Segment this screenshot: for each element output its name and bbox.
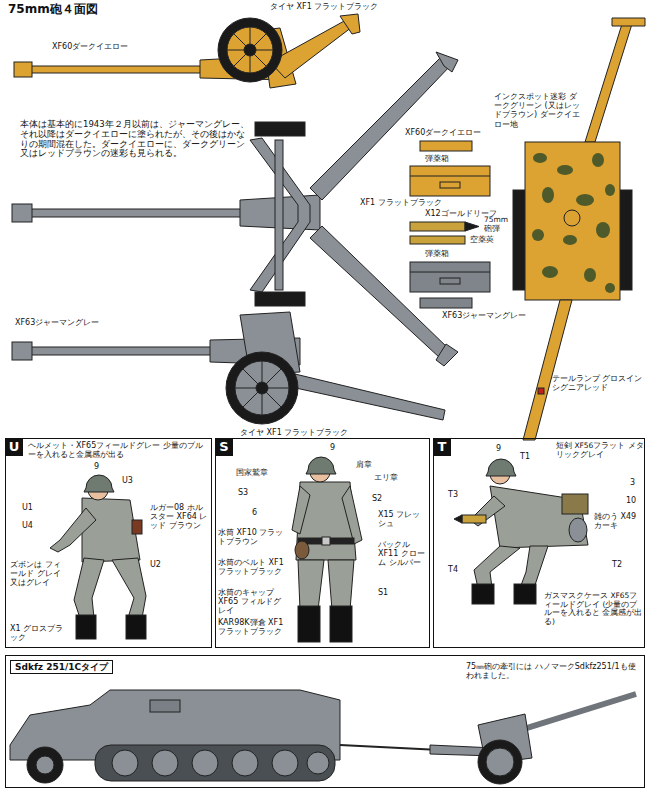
callout-number: T1	[520, 452, 530, 461]
note-text: 75㎜砲の牽引には ハノマークSdkfz251/1も使われました。	[466, 662, 638, 680]
paint-note: 雑のう X49 カーキ	[594, 512, 642, 530]
callout-number: U3	[122, 476, 133, 485]
callout-number: S3	[238, 488, 248, 497]
section-title: 75mm砲４面図	[8, 3, 98, 17]
paint-note: タイヤ XF1 フラットブラック	[240, 428, 348, 437]
figure-panel: U	[5, 438, 212, 648]
callout-number: 9	[330, 443, 335, 452]
paint-note: ズボンは フィールド グレイ又はグレイ	[10, 560, 64, 588]
callout-number: U4	[22, 521, 33, 530]
paint-note: 短剣 XF56フラット メタリックグレイ	[556, 442, 644, 459]
paint-note: XF1 フラットブラック	[360, 198, 442, 207]
paint-note: X1 グロスブラック	[10, 624, 68, 642]
vehicle-panel: Sdkfz 251/1Cタイプ 75㎜砲の牽引には ハノマークSdkfz251/1…	[5, 655, 645, 788]
callout-number: 9	[496, 444, 501, 453]
paint-note: テールランプ グロスインシグニアレッド	[552, 375, 644, 392]
paint-note: KAR98K弾倉 XF1 フラットブラック	[218, 618, 288, 636]
paint-note: エリ章	[374, 473, 398, 482]
callout-number: U1	[22, 503, 33, 512]
panel-letter: T	[433, 438, 451, 456]
paint-note: 空薬莢	[470, 235, 494, 244]
callout-number: 10	[626, 496, 636, 505]
panel-heading: Sdkfz 251/1Cタイプ	[10, 660, 113, 674]
callout-number: S1	[378, 588, 388, 597]
paint-note: ヘルメット・XF65フィールドグレー 少量のブルーを入れると金属感が出る	[28, 441, 208, 459]
callout-number: T3	[448, 490, 458, 499]
panel-letter: S	[215, 438, 233, 456]
callout-number: 6	[252, 508, 257, 517]
paint-note: 水筒のキャップ XF65 フィルドグレイ	[218, 588, 284, 616]
paint-note: XF60ダークイエロー	[405, 128, 481, 137]
paint-note: 弾薬箱	[425, 249, 449, 258]
paint-note: XF63ジャーマングレー	[15, 318, 99, 327]
paint-note: 水筒のベルト XF1 フラットブラック	[218, 558, 284, 576]
callout-number: T4	[448, 565, 458, 574]
callout-number: S2	[372, 494, 382, 503]
paint-note: 本体は基本的に1943年２月以前は、ジャーマングレー、それ以降はダークイエローに…	[20, 120, 252, 159]
callout-number: 3	[630, 478, 635, 487]
callout-number: 肩章	[356, 460, 372, 469]
callout-number: T2	[612, 560, 622, 569]
paint-note: バックル XF11 クローム シルバー	[378, 540, 428, 568]
paint-note: 国家鷲章	[236, 468, 268, 477]
paint-note: 75mm 砲弾	[484, 216, 512, 233]
paint-note: インクスポット迷彩 ダークグリーン (又はレッドブラウン) ダークイエロー地	[494, 92, 582, 129]
paint-note: ルガー08 ホルスター XF64 レッド ブラウン	[150, 503, 208, 531]
paint-note: XF60ダークイエロー	[52, 42, 128, 51]
callout-number: 9	[94, 462, 99, 471]
panel-letter: U	[5, 438, 23, 456]
paint-note: XF63ジャーマングレー	[442, 311, 526, 320]
paint-note: X15 フレッシュ	[378, 510, 428, 528]
callout-number: U2	[150, 560, 161, 569]
paint-note: 水筒 XF10 フラットブラウン	[218, 528, 284, 546]
paint-note: タイヤ XF1 フラットブラック	[270, 2, 378, 11]
paint-note: ガスマスクケース XF65フィールドグレイ (少量のブルーを入れると 金属感が出…	[544, 592, 644, 627]
paint-note: 弾薬箱	[425, 154, 449, 163]
